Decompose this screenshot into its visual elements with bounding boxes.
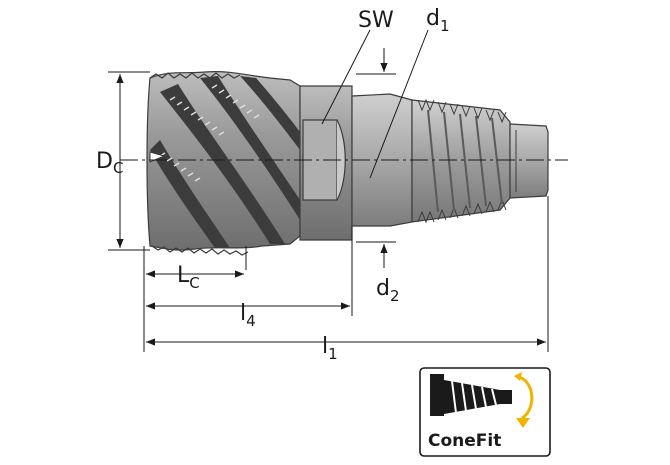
end-mill-tool: [146, 71, 549, 256]
label-dc: DC: [96, 149, 123, 177]
label-l4: l4: [240, 301, 256, 330]
label-lc: LC: [177, 263, 200, 292]
label-sw: SW: [358, 8, 394, 33]
threaded-cone: [411, 98, 511, 224]
conefit-rotation-icon: [430, 372, 534, 428]
pilot-shank: [509, 123, 549, 199]
label-d2: d2: [376, 276, 400, 305]
label-l1: l1: [322, 334, 338, 363]
conefit-logo: ConeFit: [419, 367, 551, 457]
dimension-labels: SW d1 DC LC l4 l1 d2: [96, 6, 450, 363]
label-d1: d1: [426, 6, 450, 35]
conefit-logo-text: ConeFit: [428, 431, 501, 451]
cutting-head: [146, 71, 353, 256]
dimension-lines: [108, 29, 549, 352]
